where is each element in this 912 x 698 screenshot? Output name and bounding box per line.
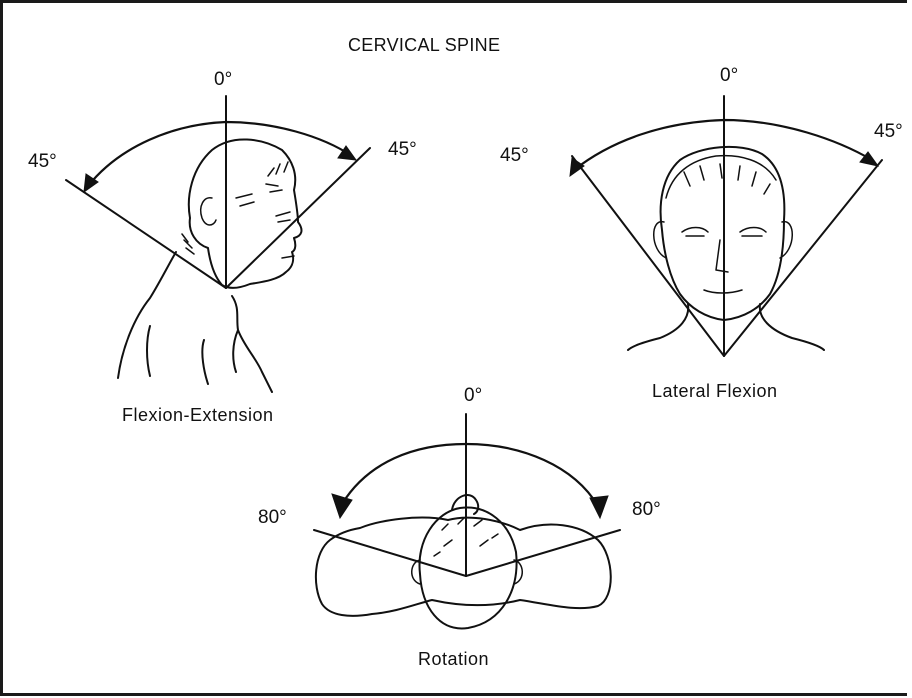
rotation-shoulders [316, 518, 611, 616]
figure-title: CERVICAL SPINE [348, 36, 500, 54]
flexion-right-label: 45° [388, 140, 417, 159]
rotation-left-label: 80° [258, 508, 287, 527]
lateral-right-label: 45° [874, 122, 903, 141]
flexion-shoulders [118, 252, 272, 392]
rotation-arrowhead-right [590, 496, 608, 518]
flexion-left-label: 45° [28, 152, 57, 171]
flexion-arc [88, 122, 352, 186]
flexion-caption: Flexion-Extension [122, 406, 274, 424]
rotation-left-limb [314, 530, 466, 576]
rotation-right-label: 80° [632, 500, 661, 519]
lateral-right-limb [724, 160, 882, 356]
rotation-right-limb [466, 530, 620, 576]
flexion-ear [201, 198, 216, 225]
flexion-eye [276, 212, 290, 222]
lateral-top-label: 0° [720, 66, 738, 85]
flexion-hair-marks [236, 162, 288, 206]
lateral-left-limb [572, 156, 724, 356]
flexion-left-limb [66, 180, 226, 288]
rotation-arc [342, 444, 598, 506]
rotation-head [419, 507, 516, 628]
rotation-top-label: 0° [464, 386, 482, 405]
lateral-caption: Lateral Flexion [652, 382, 778, 400]
rotation-arrowhead-left [332, 494, 352, 518]
rotation-diagram [314, 414, 620, 628]
lateral-left-label: 45° [500, 146, 529, 165]
lateral-neck-shoulders [628, 304, 824, 350]
flexion-extension-diagram [66, 96, 370, 392]
lateral-arrowhead-left [570, 158, 584, 176]
rotation-caption: Rotation [418, 650, 489, 668]
lateral-hair [666, 156, 776, 198]
lateral-flexion-diagram [570, 96, 882, 356]
flexion-right-limb [226, 148, 370, 288]
flexion-hatching [182, 234, 194, 254]
flexion-top-label: 0° [214, 70, 232, 89]
